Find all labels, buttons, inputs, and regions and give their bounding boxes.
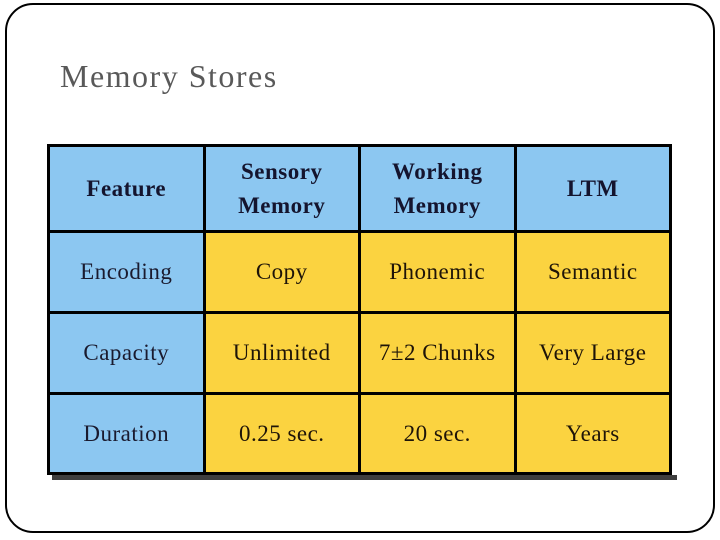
row-label-encoding: Encoding [47, 230, 206, 314]
row-label-capacity: Capacity [47, 311, 206, 395]
column-header-sensory-memory: Sensory Memory [202, 144, 361, 233]
column-header-working-memory: Working Memory [358, 144, 517, 233]
cell-capacity-ltm: Very Large [513, 311, 672, 395]
cell-duration-working: 20 sec. [358, 392, 517, 475]
cell-capacity-working: 7±2 Chunks [358, 311, 517, 395]
cell-encoding-working: Phonemic [358, 230, 517, 314]
table-row-encoding: Encoding Copy Phonemic Semantic [47, 230, 672, 314]
memory-stores-table: Feature Sensory Memory Working Memory LT… [47, 144, 677, 480]
cell-encoding-ltm: Semantic [513, 230, 672, 314]
comparison-table: Feature Sensory Memory Working Memory LT… [47, 144, 672, 475]
table-row-capacity: Capacity Unlimited 7±2 Chunks Very Large [47, 311, 672, 395]
row-label-duration: Duration [47, 392, 206, 475]
column-header-ltm: LTM [513, 144, 672, 233]
cell-encoding-sensory: Copy [202, 230, 361, 314]
table-header-row: Feature Sensory Memory Working Memory LT… [47, 144, 672, 233]
cell-duration-sensory: 0.25 sec. [202, 392, 361, 475]
table-drop-shadow [52, 475, 677, 480]
cell-capacity-sensory: Unlimited [202, 311, 361, 395]
column-header-feature: Feature [47, 144, 206, 233]
slide-title: Memory Stores [60, 58, 278, 94]
cell-duration-ltm: Years [513, 392, 672, 475]
table-row-duration: Duration 0.25 sec. 20 sec. Years [47, 392, 672, 475]
